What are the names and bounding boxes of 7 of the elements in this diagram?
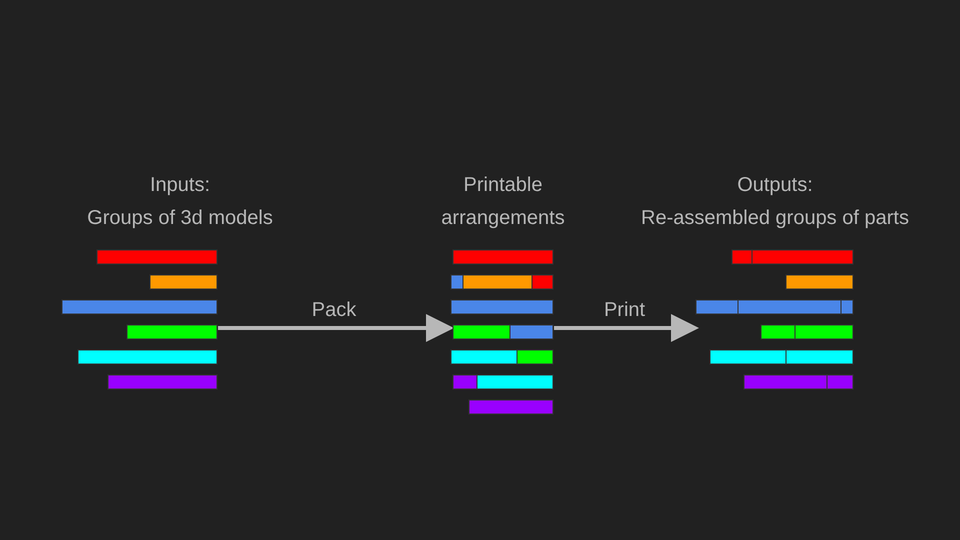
heading-text: Outputs: [737,173,813,198]
heading-text: Printable arrangements [440,173,566,231]
arrow [554,314,699,342]
heading-text: Groups of 3d models [87,206,273,231]
arrow [218,314,454,342]
heading-text: Inputs: [150,173,210,198]
heading-text: Re-assembled groups of parts [641,206,909,231]
